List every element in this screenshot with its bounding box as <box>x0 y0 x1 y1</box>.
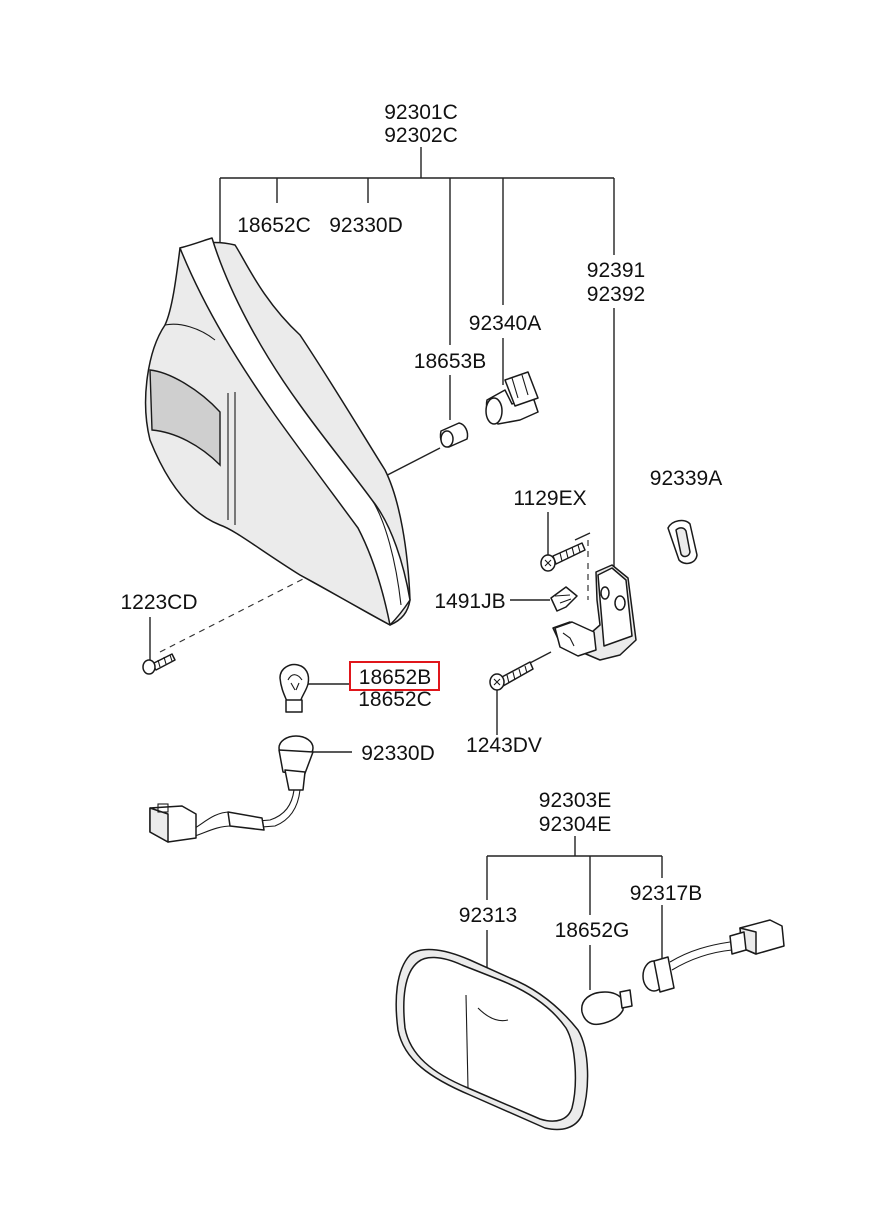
label-1223cd: 1223CD <box>120 591 197 614</box>
label-92313: 92313 <box>459 904 517 927</box>
label-92340a: 92340A <box>469 312 541 335</box>
clip-1491jb <box>550 586 578 612</box>
side-lamp-lens-92313 <box>395 948 589 1131</box>
label-18652b: 18652B <box>359 666 431 689</box>
screw-1129ex <box>540 542 586 572</box>
part-labels: 92301C 92302C 18652C 92330D 92391 92392 … <box>120 101 722 942</box>
label-92330d-bottom: 92330D <box>361 742 435 765</box>
bulb-18652g <box>581 989 633 1026</box>
label-92303e: 92303E <box>539 789 611 812</box>
label-92339a: 92339A <box>650 467 722 490</box>
label-18652c-bottom: 18652C <box>358 688 432 711</box>
label-92304e: 92304E <box>539 813 611 836</box>
label-92301c: 92301C <box>384 101 458 124</box>
label-92302c: 92302C <box>384 124 458 147</box>
socket-harness-92330d <box>149 735 314 843</box>
label-92392: 92392 <box>587 283 645 306</box>
highlight-box-18652b <box>349 661 440 691</box>
label-18653b: 18653B <box>414 350 486 373</box>
label-1129ex: 1129EX <box>513 487 586 510</box>
label-18652g: 18652G <box>555 919 630 942</box>
bulb-18652b <box>279 663 310 713</box>
grommet-92339a <box>667 519 698 565</box>
label-92391: 92391 <box>587 259 645 282</box>
label-92330d-top: 92330D <box>329 214 403 237</box>
label-1243dv: 1243DV <box>466 734 542 757</box>
socket-92340a <box>485 371 539 425</box>
leader-lines-bottom <box>486 836 663 990</box>
socket-92317b <box>642 919 785 993</box>
small-bulb-18653b <box>439 422 469 448</box>
label-1491jb: 1491JB <box>434 590 505 613</box>
bracket-92391 <box>552 564 637 661</box>
screw-1243dv <box>489 661 534 691</box>
label-92317b: 92317B <box>630 882 702 905</box>
label-18652c-top: 18652C <box>237 214 311 237</box>
screw-1223cd <box>142 653 176 675</box>
rear-lamp-housing <box>144 237 411 626</box>
